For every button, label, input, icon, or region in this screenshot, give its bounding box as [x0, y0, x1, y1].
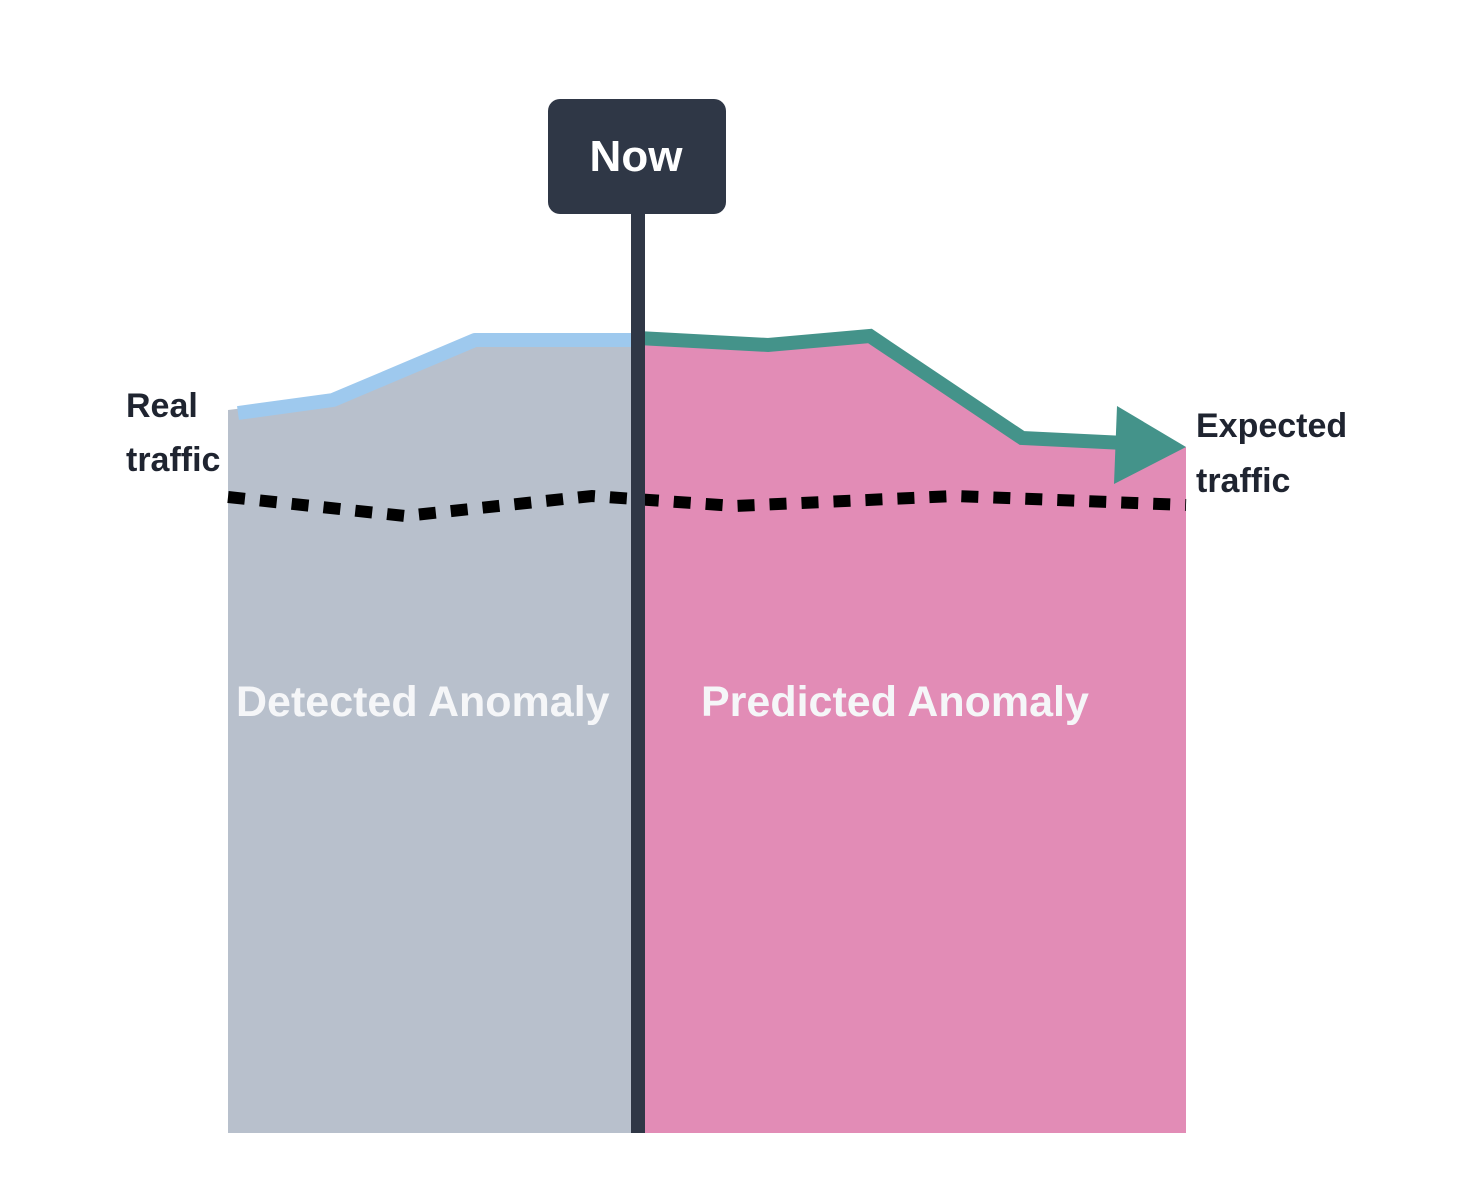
baseline-dotted-line: [227, 489, 1187, 523]
now-marker-line: [631, 205, 645, 1133]
real-traffic-label-line2: traffic: [126, 441, 220, 479]
real-traffic-label-line1: Real: [126, 387, 198, 425]
now-label: Now: [590, 132, 684, 181]
real-traffic-line: [237, 333, 638, 420]
detected-anomaly-area: [228, 342, 638, 1133]
expected-traffic-line: [637, 328, 1126, 450]
expected-traffic-label-line1: Expected: [1196, 407, 1347, 445]
predicted-anomaly-area: [638, 338, 1186, 1133]
detected-anomaly-label: Detected Anomaly: [236, 678, 610, 726]
expected-traffic-label-line2: traffic: [1196, 462, 1290, 500]
expected-traffic-arrowhead: [1114, 406, 1186, 484]
predicted-anomaly-label: Predicted Anomaly: [701, 678, 1089, 726]
now-label-box: [548, 99, 726, 214]
